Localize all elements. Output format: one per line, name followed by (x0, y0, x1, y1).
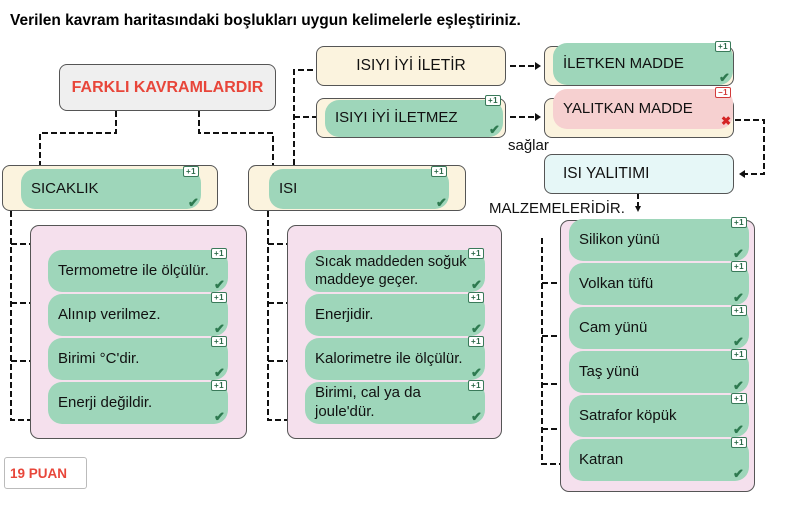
score-badge: +1 (468, 336, 485, 347)
answer-chip[interactable]: Taş yünü (569, 351, 749, 393)
materials-link-label: MALZEMELERİDİR. (489, 200, 625, 217)
check-icon: ✔ (214, 365, 225, 380)
score-badge: +1 (211, 292, 228, 303)
score-badge: +1 (731, 261, 748, 272)
sicaklik-properties-group: Termometre ile ölçülür. +1 ✔ Alınıp veri… (30, 225, 247, 439)
check-icon: ✔ (436, 195, 447, 210)
slot-iletken-madde[interactable]: İLETKEN MADDE +1 ✔ (544, 41, 734, 86)
check-icon: ✔ (471, 277, 482, 292)
concept-slot-isi[interactable]: ISI +1 ✔ (248, 165, 466, 211)
score-badge: +1 (485, 95, 502, 106)
link-label-saglar: sağlar (508, 137, 549, 154)
check-icon: ✔ (214, 409, 225, 424)
answer-chip[interactable]: Satrafor köpük (569, 395, 749, 437)
root-concept-label: FARKLI KAVRAMLARDIR (71, 78, 264, 96)
answer-chip-iletken[interactable]: İLETKEN MADDE (553, 43, 733, 85)
check-icon: ✔ (733, 334, 744, 349)
score-badge-negative: −1 (715, 87, 732, 98)
score-display: 19 PUAN (4, 457, 87, 489)
score-badge: +1 (468, 248, 485, 259)
answer-chip[interactable]: Cam yünü (569, 307, 749, 349)
check-icon: ✔ (733, 378, 744, 393)
score-badge: +1 (211, 380, 228, 391)
insulation-box: ISI YALITIMI (544, 154, 734, 194)
answer-chip-isi[interactable]: ISI (269, 169, 449, 209)
slot-isiyi-iyi-iletmez[interactable]: ISIYI İYİ İLETMEZ +1 ✔ (316, 95, 506, 138)
answer-chip[interactable]: Termometre ile ölçülür. (48, 250, 228, 292)
score-badge: +1 (731, 305, 748, 316)
materials-group: Silikon yünü +1 ✔ Volkan tüfü +1 ✔ Cam y… (560, 217, 755, 492)
check-icon: ✔ (489, 122, 500, 137)
answer-chip[interactable]: Enerji değildir. (48, 382, 228, 424)
answer-chip-sicaklik[interactable]: SICAKLIK (21, 169, 201, 209)
score-badge: +1 (715, 41, 732, 52)
check-icon: ✔ (471, 365, 482, 380)
score-badge: +1 (431, 166, 448, 177)
score-badge: +1 (731, 217, 748, 228)
check-icon: ✔ (471, 321, 482, 336)
answer-chip[interactable]: Sıcak maddeden soğuk maddeye geçer. (305, 250, 485, 292)
score-badge: +1 (731, 349, 748, 360)
answer-chip[interactable]: Kalorimetre ile ölçülür. (305, 338, 485, 380)
score-badge: +1 (211, 248, 228, 259)
check-icon: ✔ (733, 466, 744, 481)
score-badge: +1 (468, 380, 485, 391)
score-badge: +1 (468, 292, 485, 303)
root-concept-box: FARKLI KAVRAMLARDIR (59, 64, 276, 111)
answer-chip[interactable]: Alınıp verilmez. (48, 294, 228, 336)
answer-chip[interactable]: Silikon yünü (569, 219, 749, 261)
answer-chip[interactable]: Volkan tüfü (569, 263, 749, 305)
check-icon: ✔ (733, 422, 744, 437)
check-icon: ✔ (188, 195, 199, 210)
answer-chip[interactable]: Enerjidir. (305, 294, 485, 336)
score-badge: +1 (211, 336, 228, 347)
concept-slot-sicaklik[interactable]: SICAKLIK +1 ✔ (2, 165, 218, 211)
check-icon: ✔ (214, 321, 225, 336)
instruction-title: Verilen kavram haritasındaki boşlukları … (10, 12, 521, 29)
check-icon: ✔ (733, 290, 744, 305)
check-icon: ✔ (214, 277, 225, 292)
given-isiyi-iyi-iletir: ISIYI İYİ İLETİR (316, 46, 506, 86)
check-icon: ✔ (733, 246, 744, 261)
check-icon: ✔ (471, 409, 482, 424)
answer-chip[interactable]: Birimi °C'dir. (48, 338, 228, 380)
check-icon: ✔ (719, 70, 730, 85)
answer-chip[interactable]: Birimi, cal ya da joule'dür. (305, 382, 485, 424)
x-icon: ✖ (721, 114, 732, 128)
answer-chip[interactable]: Katran (569, 439, 749, 481)
score-badge: +1 (731, 393, 748, 404)
score-badge: +1 (731, 437, 748, 448)
answer-chip-yalitkan[interactable]: YALITKAN MADDE (553, 89, 733, 129)
isi-properties-group: Sıcak maddeden soğuk maddeye geçer. +1 ✔… (287, 225, 502, 439)
slot-yalitkan-madde[interactable]: YALITKAN MADDE −1 ✖ (544, 87, 734, 138)
score-badge: +1 (183, 166, 200, 177)
answer-chip-iletmez[interactable]: ISIYI İYİ İLETMEZ (325, 100, 503, 137)
